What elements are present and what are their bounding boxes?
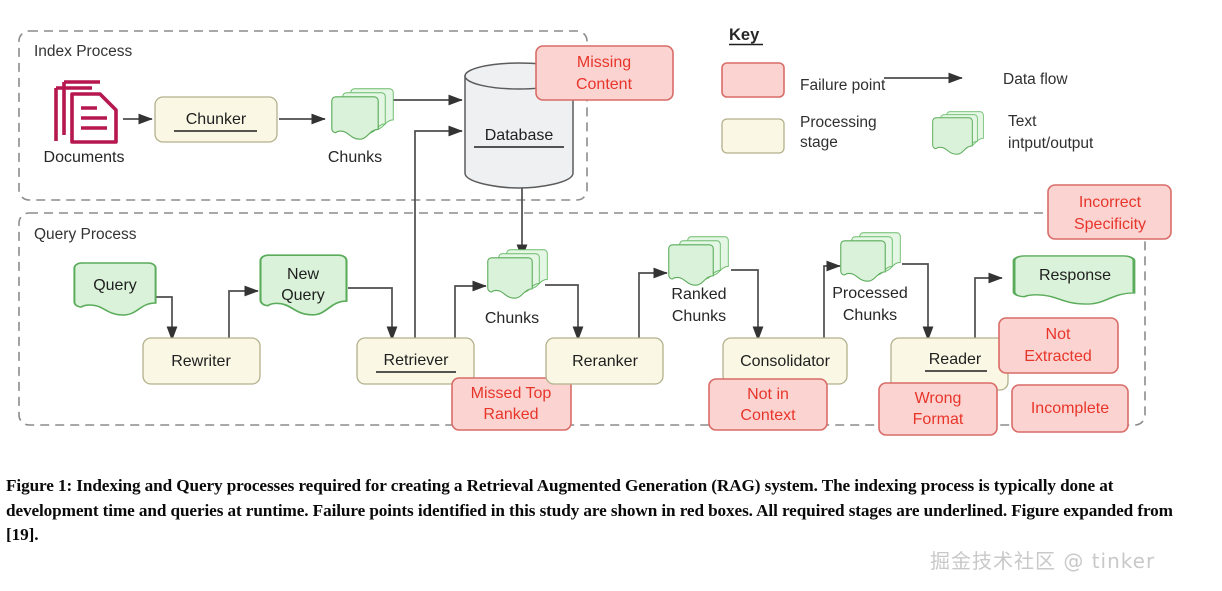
flow-reranker-to-ranked-chunks [638, 267, 668, 340]
reader-label: Reader [929, 351, 982, 368]
consolidator-label: Consolidator [740, 353, 831, 370]
processed-chunks-icon [840, 232, 901, 282]
wrong-format-failure[interactable]: Wrong Format [878, 382, 998, 436]
query-chunks-label: Chunks [485, 310, 539, 327]
documents-icon [54, 80, 118, 144]
flow-ranked-chunks-to-consolidator [731, 269, 764, 341]
response-io: Response [1012, 255, 1136, 305]
key-data-flow-label: Data flow [1003, 71, 1068, 88]
ranked-chunks-label-2: Chunks [672, 308, 726, 325]
key-processing-stage-label-1: Processing [800, 114, 877, 131]
database-label: Database [485, 127, 554, 144]
missing-content-box[interactable] [535, 45, 674, 101]
flow-retriever-to-chunks [454, 280, 487, 340]
missing-content-label-1: Missing [577, 54, 631, 71]
incomplete-box[interactable] [1011, 384, 1129, 433]
not-in-context-label-2: Context [740, 407, 796, 424]
reranker-label: Reranker [572, 353, 638, 370]
figure-caption: Figure 1: Indexing and Query processes r… [6, 476, 1173, 545]
rewriter-box[interactable] [142, 337, 261, 385]
flow-query-to-rewriter [156, 296, 178, 341]
documents-label: Documents [44, 149, 125, 166]
not-extracted-label-1: Not [1046, 326, 1071, 343]
watermark: 掘金技术社区 @ tinker [930, 549, 1156, 573]
consolidator-node[interactable]: Consolidator [722, 337, 848, 385]
flow-chunks-to-reranker [545, 284, 584, 341]
new-query-io: New Query [259, 254, 348, 316]
missed-top-ranked-label-2: Ranked [483, 406, 538, 423]
processing-box-icon [721, 118, 785, 154]
incomplete-label: Incomplete [1031, 400, 1109, 417]
flow-new-query-to-retriever [348, 287, 398, 341]
missed-top-ranked-box[interactable] [451, 377, 572, 431]
flow-retriever-to-database [414, 125, 463, 360]
chunks-stack-icon [932, 111, 984, 155]
index-process-group: Index Process [18, 30, 588, 201]
wrong-format-label-2: Format [913, 411, 964, 428]
chunker-node[interactable]: Chunker [154, 96, 278, 143]
query-io: Query [73, 262, 157, 316]
key-legend: Key Failure point Processing stage Data … [721, 26, 1094, 155]
key-processing-stage-label-2: stage [800, 134, 838, 151]
not-extracted-failure[interactable]: Not Extracted [998, 317, 1119, 374]
key-title: Key [729, 26, 760, 44]
not-in-context-failure[interactable]: Not in Context [708, 378, 828, 431]
incorrect-specificity-failure[interactable]: Incorrect Specificity [1047, 184, 1172, 240]
incorrect-specificity-box[interactable] [1047, 184, 1172, 240]
wrong-format-label-1: Wrong [915, 390, 962, 407]
index-process-label: Index Process [34, 43, 132, 60]
new-query-label-2: Query [281, 287, 325, 304]
processed-chunks-label-2: Chunks [843, 307, 897, 324]
failure-box-icon [721, 62, 785, 98]
rag-pipeline-diagram: Index Process Query Process Key Failure … [18, 26, 1172, 436]
index-chunks-label: Chunks [328, 149, 382, 166]
new-query-label-1: New [287, 266, 319, 283]
reranker-node[interactable]: Reranker [545, 337, 664, 385]
key-failure-point-label: Failure point [800, 77, 886, 94]
rewriter-node[interactable]: Rewriter [142, 337, 261, 385]
chunker-label: Chunker [186, 111, 247, 128]
missed-top-ranked-label-1: Missed Top [471, 385, 552, 402]
reranker-box[interactable] [545, 337, 664, 385]
not-extracted-label-2: Extracted [1024, 348, 1092, 365]
wrong-format-box[interactable] [878, 382, 998, 436]
flow-rewriter-to-new-query [228, 285, 259, 340]
flow-reader-to-response [974, 272, 1003, 340]
not-in-context-box[interactable] [708, 378, 828, 431]
key-text-io-label-2: intput/output [1008, 135, 1094, 152]
not-extracted-box[interactable] [998, 317, 1119, 374]
incorrect-specificity-label-2: Specificity [1074, 216, 1146, 233]
flow-processed-chunks-to-reader [902, 263, 934, 341]
incomplete-failure[interactable]: Incomplete [1011, 384, 1129, 433]
index-chunks-icon [331, 88, 394, 140]
retriever-node[interactable]: Retriever [356, 337, 475, 385]
query-label: Query [93, 277, 137, 294]
ranked-chunks-label-1: Ranked [671, 286, 726, 303]
missing-content-failure[interactable]: Missing Content [535, 45, 674, 101]
not-in-context-label-1: Not in [747, 386, 789, 403]
key-text-io-label-1: Text [1008, 113, 1037, 130]
missed-top-ranked-failure[interactable]: Missed Top Ranked [451, 377, 572, 431]
flow-consolidator-to-processed-chunks [823, 260, 841, 340]
ranked-chunks-icon [668, 236, 729, 286]
query-process-label: Query Process [34, 226, 137, 243]
incorrect-specificity-label-1: Incorrect [1079, 194, 1142, 211]
rewriter-label: Rewriter [171, 353, 231, 370]
processed-chunks-label-1: Processed [832, 285, 908, 302]
missing-content-label-2: Content [576, 76, 633, 93]
response-label: Response [1039, 267, 1111, 284]
retriever-label: Retriever [384, 352, 450, 369]
query-chunks-icon [487, 249, 548, 299]
